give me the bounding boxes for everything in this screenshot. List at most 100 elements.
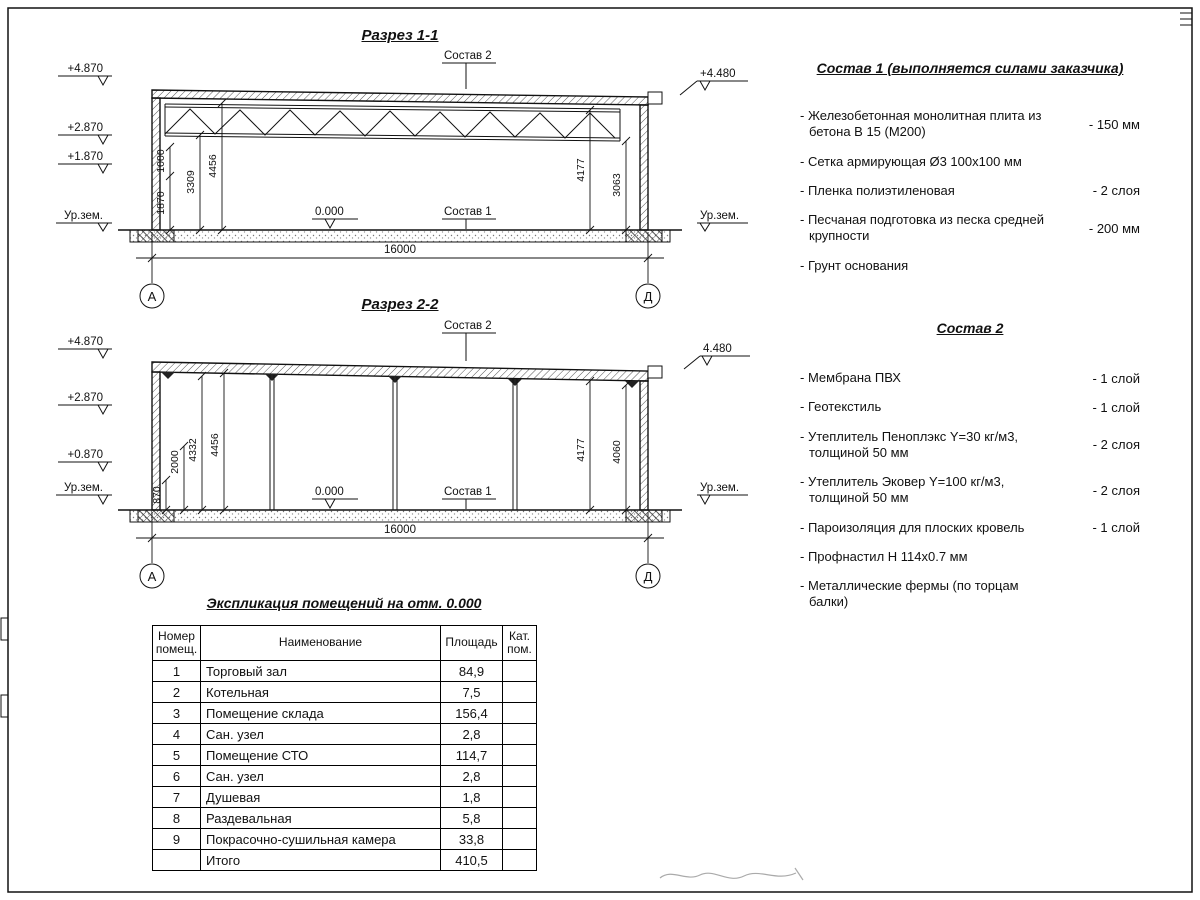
table-row: 6 Сан. узел 2,8 [152, 765, 537, 787]
cell-cat [502, 786, 537, 808]
elevation-marks-right: +4.480 Ур.зем. [679, 68, 748, 232]
dim-label: 3309 [185, 170, 197, 194]
list-item-text: - Утеплитель Пеноплэкс Y=30 кг/м3, толщи… [800, 428, 1019, 460]
col-header-name: Наименование [200, 625, 441, 661]
explication-block: Экспликация помещений на отм. 0.000 Номе… [152, 595, 537, 871]
cell-num: 1 [152, 660, 201, 682]
elevation-marks-left: +4.870 +2.870 +0.870 Ур.зем. [56, 336, 112, 506]
table-row: 9 Покрасочно-сушильная камера 33,8 [152, 828, 537, 850]
callout-label: Состав 2 [444, 320, 492, 332]
overall-dimension [136, 232, 664, 283]
cell-area: 7,5 [440, 681, 503, 703]
axis-letter: Д [644, 289, 653, 304]
ground-level-label: Ур.зем. [700, 210, 739, 222]
list-item-value: - 1 слой [1092, 399, 1140, 415]
list-item: - Пленка полиэтиленовая - 2 слоя [800, 183, 1140, 199]
callout-label: Состав 1 [444, 486, 492, 498]
list-item-text: - Грунт основания [800, 257, 909, 273]
binding-tabs [0, 617, 8, 718]
sostav2-list: Состав 2 - Мембрана ПВХ - 1 слой - Геоте… [800, 320, 1140, 624]
cell-num: 7 [152, 786, 201, 808]
sostav2-title: Состав 2 [936, 320, 1004, 336]
cell-cat [502, 681, 537, 703]
ground-strip [118, 229, 682, 243]
cell-name: Сан. узел [200, 765, 441, 787]
axis-letter: Д [644, 569, 653, 584]
axis-letter: А [148, 569, 157, 584]
axis-circle-a: А [139, 283, 165, 309]
list-item: - Грунт основания [800, 258, 1140, 274]
section-1-1-title: Разрез 1-1 [361, 27, 439, 44]
sostav2-callout: Состав 2 [442, 50, 496, 89]
list-item-text: - Геотекстиль [800, 399, 882, 415]
list-item-value: - 2 слоя [1092, 437, 1140, 453]
col-header-cat: Кат. пом. [502, 625, 537, 661]
cell-area: 5,8 [440, 807, 503, 829]
cell-name: Покрасочно-сушильная камера [200, 828, 441, 850]
cell-cat [502, 702, 537, 724]
overall-dimension [136, 512, 664, 563]
list-item: - Геотекстиль - 1 слой [800, 399, 1140, 415]
wall-right [639, 104, 649, 231]
list-item-text: - Железобетонная монолитная плита из бет… [800, 108, 1042, 140]
cell-num: 6 [152, 765, 201, 787]
list-item-text: - Пароизоляция для плоских кровель [800, 519, 1025, 535]
cell-area: 2,8 [440, 765, 503, 787]
elevation-label: +2.870 [68, 392, 104, 404]
sostav1-callout: Состав 1 [442, 486, 496, 509]
sostav1-callout: Состав 1 [442, 206, 496, 229]
callout-label: Состав 1 [444, 206, 492, 218]
dim-label: 870 [151, 486, 163, 504]
roof-truss [164, 103, 621, 142]
cell-cat [502, 807, 537, 829]
dim-label: 4456 [207, 154, 219, 178]
section-2-2-drawing: +4.870 +2.870 +0.870 Ур.зем. 4.480 Ур.зе… [56, 320, 750, 589]
list-item: - Сетка армирующая Ø3 100х100 мм [800, 154, 1140, 170]
list-item-text: - Сетка армирующая Ø3 100х100 мм [800, 153, 1022, 169]
cell-num: 9 [152, 828, 201, 850]
cell-area: 2,8 [440, 723, 503, 745]
cell-name: Итого [200, 849, 441, 871]
dim-label: 4060 [611, 440, 623, 464]
elevation-label: +4.870 [68, 336, 104, 348]
interior-columns [269, 375, 518, 510]
zero-label: 0.000 [315, 206, 344, 218]
list-item-text: - Песчаная подготовка из песка средней к… [800, 212, 1045, 244]
dim-label: 4332 [187, 438, 199, 462]
list-item: - Профнастил Н 114х0.7 мм [800, 549, 1140, 565]
elevation-label: 4.480 [703, 343, 732, 355]
list-item: - Железобетонная монолитная плита из бет… [800, 108, 1140, 141]
table-row: 3 Помещение склада 156,4 [152, 702, 537, 724]
list-item-text: - Профнастил Н 114х0.7 мм [800, 548, 968, 564]
roof-slab [151, 89, 649, 106]
section-1-1-drawing: +4.870 +2.870 +1.870 Ур.зем. +4.480 Ур.з… [56, 50, 748, 309]
list-item-text: - Утеплитель Эковер Y=100 кг/м3, толщино… [800, 474, 1005, 506]
cell-num [152, 849, 201, 871]
list-item: - Пароизоляция для плоских кровель - 1 с… [800, 520, 1140, 536]
roof-slab [151, 361, 649, 382]
table-row: 5 Помещение СТО 114,7 [152, 744, 537, 766]
wall-right [639, 380, 649, 511]
explication-title: Экспликация помещений на отм. 0.000 [206, 595, 482, 611]
table-row: 7 Душевая 1,8 [152, 786, 537, 808]
ground-level-label: Ур.зем. [64, 210, 103, 222]
cell-num: 3 [152, 702, 201, 724]
table-row: 8 Раздевальная 5,8 [152, 807, 537, 829]
cell-area: 33,8 [440, 828, 503, 850]
ground-strip [118, 509, 682, 523]
cell-num: 8 [152, 807, 201, 829]
cell-name: Раздевальная [200, 807, 441, 829]
table-row-total: Итого 410,5 [152, 849, 537, 871]
cell-area: 410,5 [440, 849, 503, 871]
roof-edge-bracket [647, 365, 663, 379]
cell-num: 2 [152, 681, 201, 703]
cell-area: 114,7 [440, 744, 503, 766]
list-item-value: - 1 слой [1092, 370, 1140, 386]
cell-area: 156,4 [440, 702, 503, 724]
axis-circle-d: Д [635, 283, 661, 309]
list-item-value: - 200 мм [1088, 220, 1140, 236]
dimension-lines [161, 368, 631, 515]
cell-name: Помещение склада [200, 702, 441, 724]
cell-cat [502, 828, 537, 850]
